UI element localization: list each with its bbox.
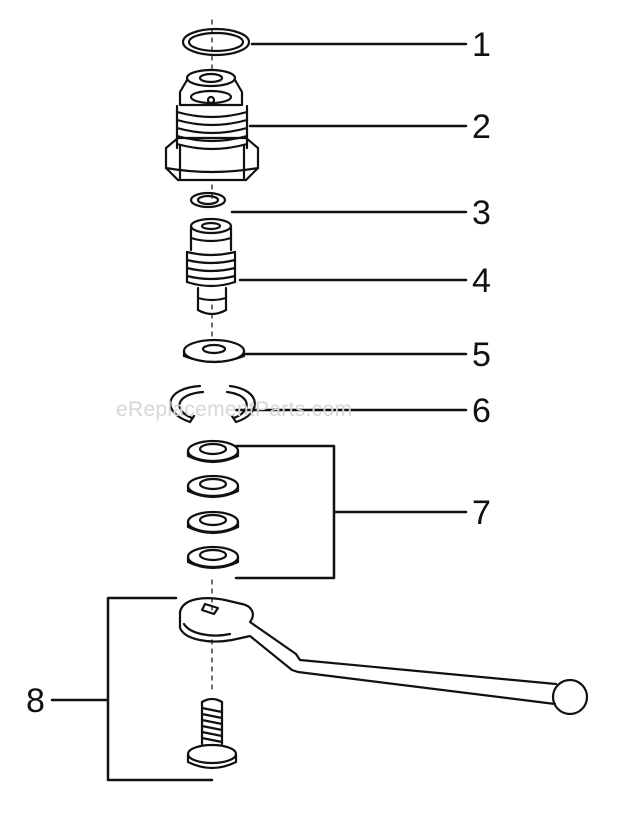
leader-lines	[50, 42, 468, 782]
watermark-text: eReplacementParts.com	[116, 398, 353, 421]
callout-3: 3	[472, 194, 491, 232]
callout-8: 8	[26, 682, 45, 720]
seal-2	[186, 474, 240, 499]
part-3-o-ring	[189, 191, 227, 209]
callout-5: 5	[472, 336, 491, 374]
seal-1	[186, 439, 240, 464]
part-4-valve-stem	[185, 217, 237, 316]
callout-4: 4	[472, 262, 491, 300]
leader-8-bracket	[50, 596, 214, 782]
seal-4	[186, 545, 240, 570]
part-6-retaining-ring	[169, 384, 256, 424]
callout-6: 6	[472, 392, 491, 430]
part-5-washer	[182, 338, 246, 364]
seal-3	[186, 510, 240, 535]
part-2-valve-housing	[164, 68, 260, 182]
part-7-seals	[186, 439, 240, 570]
part-8-screw	[186, 697, 238, 770]
part-8-handle	[178, 597, 589, 716]
callout-2: 2	[472, 108, 491, 146]
part-1-o-ring	[181, 27, 251, 57]
callout-1: 1	[472, 26, 491, 64]
leader-7-bracket	[234, 444, 468, 580]
callout-7: 7	[472, 494, 491, 532]
